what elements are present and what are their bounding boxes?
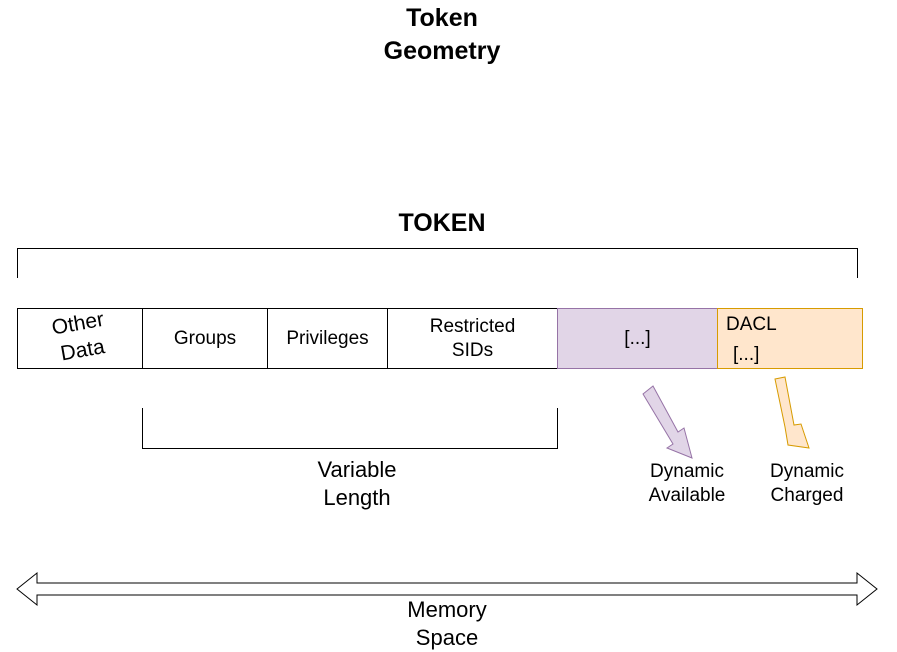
- cell-dacl: DACL [...]: [717, 308, 863, 369]
- dynamic-charged-line-1: Dynamic: [770, 461, 844, 482]
- other-data-text: Other Data: [49, 305, 110, 367]
- dynamic-charged-arrow: [774, 376, 810, 449]
- groups-text: Groups: [173, 327, 237, 349]
- variable-length-line-1: Variable: [317, 457, 397, 482]
- memory-space-double-arrow: [16, 571, 878, 607]
- restricted-sids-line-2: SIDs: [451, 339, 494, 361]
- dacl-title: DACL: [726, 314, 777, 335]
- restricted-sids-line-1: Restricted: [429, 315, 516, 337]
- dacl-body: [...]: [733, 344, 760, 365]
- privileges-text: Privileges: [286, 327, 369, 349]
- dynamic-available-label: Dynamic Available: [622, 460, 752, 508]
- dynamic-charged-line-2: Charged: [770, 485, 844, 506]
- dynamic-available-line-2: Available: [648, 485, 726, 506]
- token-bracket: [17, 248, 858, 278]
- title-line-2: Geometry: [383, 37, 501, 65]
- dynamic-available-line-1: Dynamic: [650, 461, 724, 482]
- variable-length-bracket: [142, 408, 558, 449]
- cell-groups: Groups: [142, 308, 268, 369]
- cell-restricted-sids: Restricted SIDs: [387, 308, 558, 369]
- memory-space-line-2: Space: [415, 625, 479, 650]
- dynamic-charged-label: Dynamic Charged: [742, 460, 872, 508]
- dynamic-available-text: [...]: [624, 327, 651, 349]
- variable-length-line-2: Length: [323, 485, 391, 510]
- variable-length-label: Variable Length: [282, 456, 432, 512]
- diagram-title: Token Geometry: [340, 2, 544, 68]
- dynamic-available-arrow: [642, 385, 693, 459]
- memory-space-line-1: Memory: [407, 597, 487, 622]
- cell-privileges: Privileges: [267, 308, 388, 369]
- token-label: TOKEN: [398, 209, 486, 237]
- cell-dynamic-available: [...]: [557, 308, 718, 369]
- restricted-sids-text: Restricted SIDs: [430, 315, 516, 363]
- memory-space-label: Memory Space: [372, 596, 522, 652]
- title-line-1: Token: [406, 4, 478, 32]
- cell-other-data: Other Data: [17, 305, 143, 369]
